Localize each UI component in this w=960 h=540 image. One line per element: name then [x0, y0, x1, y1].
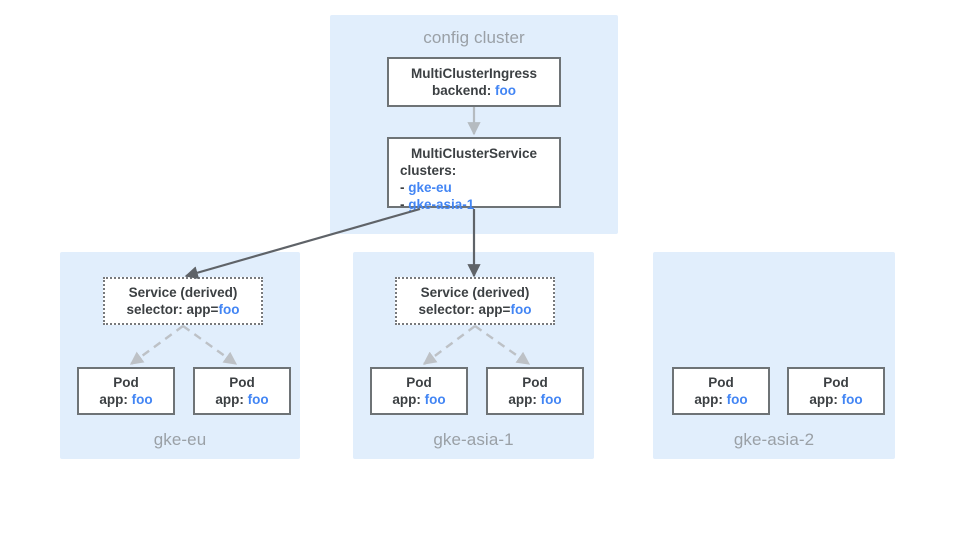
pod-box[interactable]: Pod app: foo	[370, 367, 468, 415]
selector-label: selector: app=	[126, 302, 219, 317]
pod-box[interactable]: Pod app: foo	[193, 367, 291, 415]
cluster-name: gke-eu	[408, 180, 452, 195]
derived-service-box-gke-asia-1[interactable]: Service (derived) selector: app=foo	[395, 277, 555, 325]
pod-box[interactable]: Pod app: foo	[787, 367, 885, 415]
pod-title: Pod	[229, 375, 255, 390]
pod-app-label: app:	[508, 392, 537, 407]
pod-app: app: foo	[694, 391, 747, 408]
multi-cluster-ingress-kind: MultiClusterIngress	[410, 66, 538, 81]
cluster-panel-gke-asia-2: gke-asia-2	[653, 252, 895, 459]
pod-app-label: app:	[392, 392, 421, 407]
pod-box[interactable]: Pod app: foo	[486, 367, 584, 415]
pod-title: Pod	[823, 375, 849, 390]
backend-label: backend:	[431, 83, 492, 98]
cluster-panel-title-config: config cluster	[423, 28, 525, 47]
derived-service-selector: selector: app=foo	[127, 301, 240, 318]
pod-app-label: app:	[99, 392, 128, 407]
backend-value: foo	[495, 83, 517, 98]
pod-app: app: foo	[215, 391, 268, 408]
pod-app: app: foo	[809, 391, 862, 408]
multi-cluster-service-cluster-item: - gke-eu	[389, 179, 559, 196]
cluster-panel-title-gke-asia-1: gke-asia-1	[433, 430, 514, 449]
pod-box[interactable]: Pod app: foo	[77, 367, 175, 415]
pod-app-value: foo	[131, 392, 153, 407]
multi-cluster-ingress-box[interactable]: MultiClusterIngress backend: foo	[387, 57, 561, 107]
derived-service-box-gke-eu[interactable]: Service (derived) selector: app=foo	[103, 277, 263, 325]
multi-cluster-service-kind: MultiClusterService	[410, 146, 538, 161]
pod-title: Pod	[113, 375, 139, 390]
multi-cluster-ingress-backend: backend: foo	[432, 82, 516, 99]
derived-service-title: Service (derived)	[128, 285, 238, 300]
pod-app-value: foo	[841, 392, 863, 407]
cluster-panel-title-gke-asia-2: gke-asia-2	[733, 430, 815, 449]
pod-title: Pod	[406, 375, 432, 390]
pod-app: app: foo	[99, 391, 152, 408]
pod-app-value: foo	[247, 392, 269, 407]
cluster-bullet: -	[400, 180, 405, 195]
selector-label: selector: app=	[418, 302, 511, 317]
pod-app-value: foo	[424, 392, 446, 407]
derived-service-selector: selector: app=foo	[419, 301, 532, 318]
pod-app-label: app:	[809, 392, 838, 407]
cluster-name: gke-asia-1	[408, 197, 475, 212]
pod-app-value: foo	[726, 392, 748, 407]
pod-app: app: foo	[508, 391, 561, 408]
selector-value: foo	[510, 302, 532, 317]
pod-app-label: app:	[215, 392, 244, 407]
multi-cluster-service-box[interactable]: MultiClusterService clusters: - gke-eu -…	[387, 137, 561, 212]
pod-app-value: foo	[540, 392, 562, 407]
derived-service-title: Service (derived)	[420, 285, 530, 300]
multi-cluster-service-cluster-item: - gke-asia-1	[389, 196, 559, 213]
pod-title: Pod	[522, 375, 548, 390]
multi-cluster-service-clusters-label: clusters:	[400, 163, 457, 178]
cluster-panel-title-gke-eu: gke-eu	[153, 430, 207, 449]
pod-title: Pod	[708, 375, 734, 390]
cluster-bullet: -	[400, 197, 405, 212]
pod-app: app: foo	[392, 391, 445, 408]
selector-value: foo	[218, 302, 240, 317]
pod-box[interactable]: Pod app: foo	[672, 367, 770, 415]
pod-app-label: app:	[694, 392, 723, 407]
